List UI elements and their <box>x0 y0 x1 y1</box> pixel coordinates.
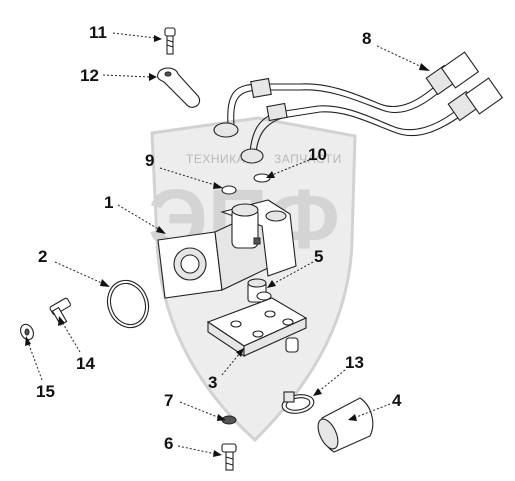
callout-4: 4 <box>392 391 402 410</box>
callout-9: 9 <box>145 151 154 170</box>
part-6-bolt <box>221 443 237 471</box>
callout-numbers: 1 2 3 4 5 6 7 8 9 10 11 12 13 14 15 <box>36 23 402 453</box>
part-1-valve-body <box>157 199 297 299</box>
callout-5: 5 <box>314 247 323 266</box>
callout-15: 15 <box>36 382 55 401</box>
part-15-washer <box>20 323 34 341</box>
watermark-text-left: ТЕХНИКА <box>186 152 245 166</box>
callout-8: 8 <box>362 29 371 48</box>
part-8-hoses <box>213 51 504 164</box>
callout-11: 11 <box>89 23 107 42</box>
callout-10: 10 <box>308 145 327 164</box>
part-11-bolt <box>164 27 176 55</box>
callout-6: 6 <box>164 434 173 453</box>
part-9-washer <box>221 185 237 195</box>
callout-2: 2 <box>38 247 47 266</box>
watermark-text-right: ЗАПЧАСТИ <box>274 152 342 166</box>
part-3-mounting-plate <box>206 297 308 358</box>
part-4-sleeve <box>317 397 374 453</box>
callout-13: 13 <box>345 353 364 372</box>
leader-lines <box>25 32 430 457</box>
part-5-connector <box>247 278 272 303</box>
part-12-clamp <box>156 67 201 108</box>
callout-12: 12 <box>80 66 99 85</box>
callout-1: 1 <box>104 193 113 212</box>
callout-7: 7 <box>164 391 173 410</box>
callout-3: 3 <box>208 373 217 392</box>
part-13-hose-clamp <box>281 391 315 414</box>
callout-14: 14 <box>76 354 95 373</box>
part-2-o-ring <box>106 279 150 329</box>
